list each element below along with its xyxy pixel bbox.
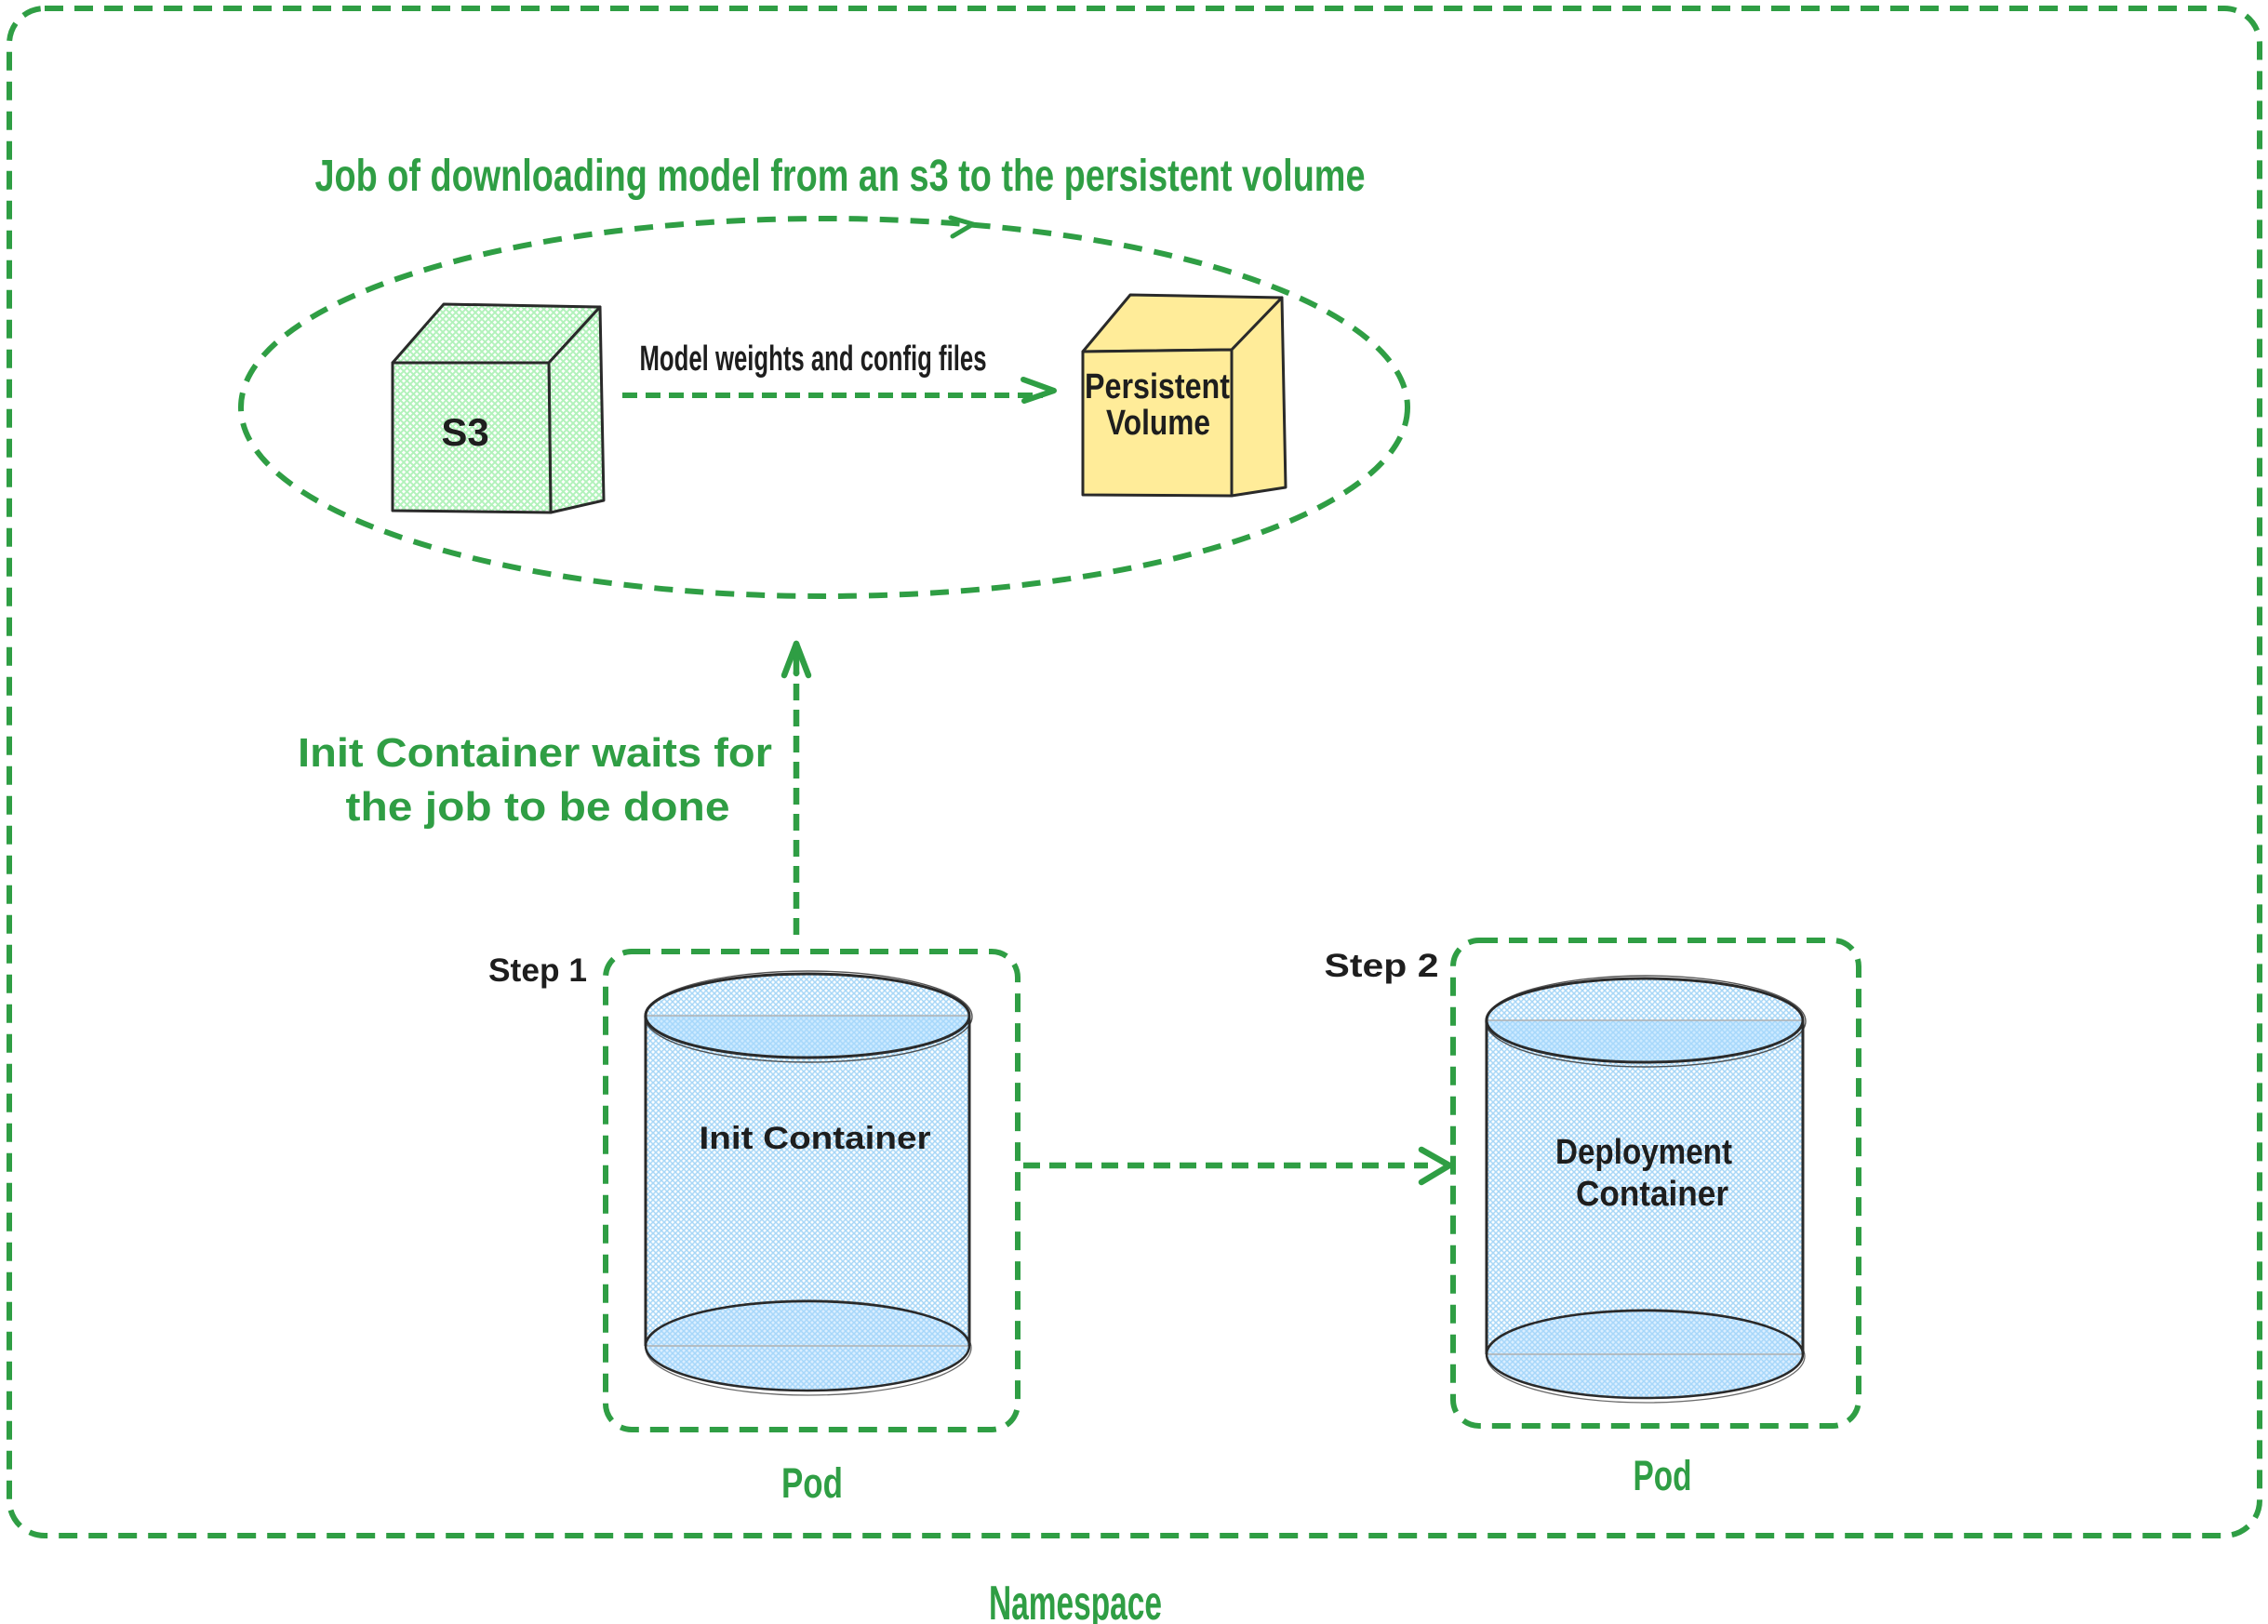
- svg-text:Volume: Volume: [1106, 404, 1210, 443]
- svg-text:the job to be done: the job to be done: [346, 784, 730, 830]
- svg-text:Job of downloading model from: Job of downloading model from an s3 to t…: [315, 152, 1366, 201]
- svg-text:Model weights and config files: Model weights and config files: [640, 339, 987, 379]
- svg-text:Container: Container: [1576, 1175, 1728, 1214]
- svg-text:Step 1: Step 1: [488, 952, 587, 989]
- svg-text:Pod: Pod: [781, 1459, 843, 1507]
- svg-text:Init Container waits for: Init Container waits for: [298, 730, 772, 776]
- svg-text:Persistent: Persistent: [1085, 367, 1230, 406]
- svg-text:Step 2: Step 2: [1325, 948, 1439, 984]
- svg-text:Namespace: Namespace: [989, 1577, 1162, 1624]
- svg-text:S3: S3: [441, 410, 488, 454]
- svg-text:Deployment: Deployment: [1555, 1133, 1732, 1172]
- svg-text:Init Container: Init Container: [700, 1121, 931, 1156]
- svg-text:Pod: Pod: [1634, 1452, 1692, 1499]
